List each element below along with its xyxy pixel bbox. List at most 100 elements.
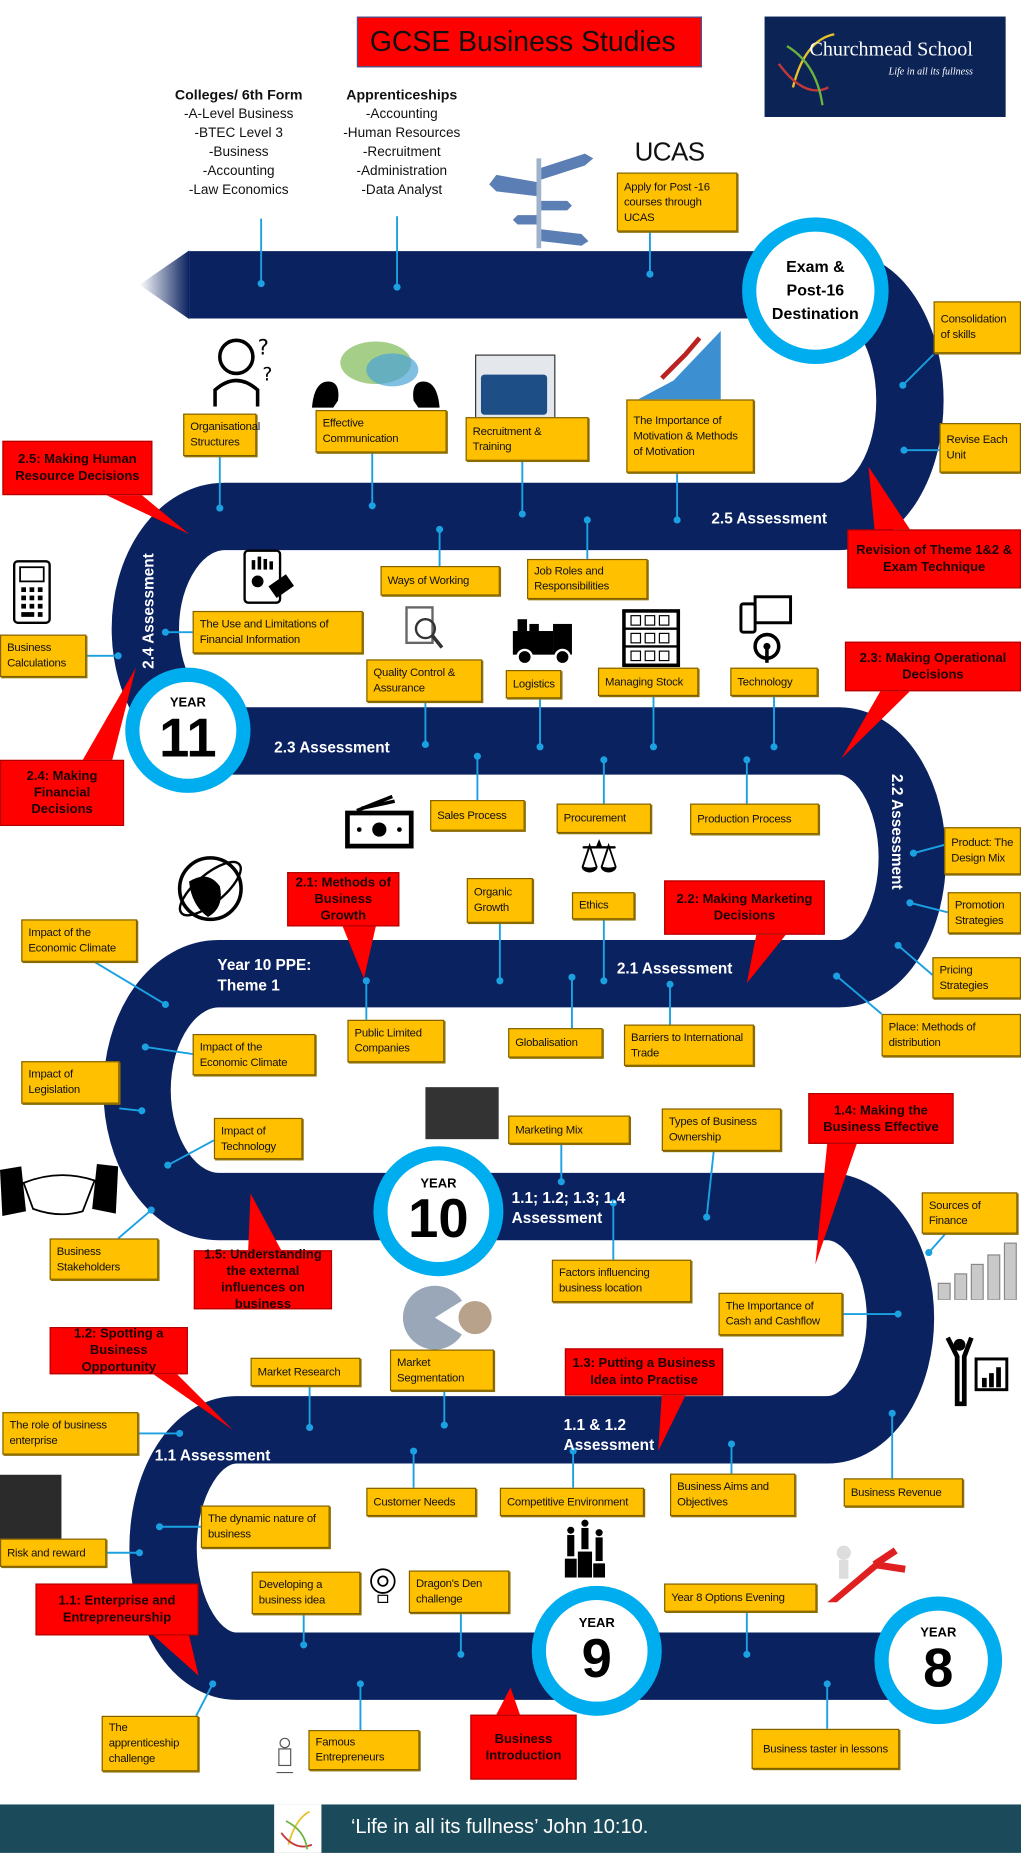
callout-tail [342,926,376,979]
topic-box: Place: Methods of distribution [881,1013,1021,1057]
callout-tail [746,934,786,984]
connector-dot [421,740,429,749]
connector-line [94,961,166,1006]
calculator-icon [12,560,51,624]
page-title: GCSE Business Studies [356,16,702,68]
footer-bar: ‘Life in all its fullness’ John 10:10. [0,1804,1021,1853]
connector-dot [568,973,576,981]
connector-dot [743,1650,751,1658]
assessment-1-x-label: 1.1; 1.2; 1.3; 1.4 Assessment [512,1188,626,1228]
topic-box: The Importance of Motivation & Methods o… [626,399,754,473]
callout-tail [248,1193,282,1251]
confused-person-icon: ? ? [213,336,272,407]
unit-callout: 1.5: Understanding the external influenc… [193,1248,333,1312]
exam-line: Destination [771,304,859,323]
ppe-line: Theme 1 [217,976,280,994]
svg-text:?: ? [258,336,269,361]
connector-dot [141,1043,149,1051]
topic-box: Business Aims and Objectives [670,1473,796,1517]
connector-dot [138,1107,146,1115]
topic-box: Consolidation of skills [933,301,1021,354]
topic-box: Procurement [556,803,652,834]
connector-dot [600,756,608,764]
exam-destination-milestone: Exam & Post-16 Destination [742,217,889,364]
colleges-destinations: Colleges/ 6th Form -A-Level Business -BT… [168,85,310,200]
handshake-icon [0,1163,119,1216]
connector-dot [216,504,224,512]
apprenticeships-item: -Administration [356,164,448,179]
entrepreneur-figure-icon [276,1737,294,1774]
topic-box: Organisational Structures [183,413,260,457]
road-path [103,251,946,1700]
connector-dot [473,752,481,760]
connector-line [928,1233,947,1254]
coin-stacks-icon [937,1242,1017,1300]
connector-dot [569,1447,577,1455]
topic-box: Revise Each Unit [939,423,1021,473]
colleges-item: -Business [208,145,269,160]
footer-logo [274,1804,322,1853]
connector-dot [646,270,654,278]
signpost-icon [489,153,594,249]
marketing-mix-image [425,1087,499,1140]
year-label: YEAR [920,1626,957,1641]
connector-dot [925,1249,933,1257]
topic-box: Pricing Strategies [932,957,1021,999]
connector-dot [147,1206,155,1214]
connector-line [705,1150,715,1218]
connector-dot [300,1641,308,1649]
topic-box: Apply for Post -16 courses through UCAS [616,172,738,232]
colleges-heading: Colleges/ 6th Form [174,86,303,103]
connector-line [909,901,948,914]
topic-box: Production Process [690,803,819,835]
podium-winners-icon [564,1519,606,1578]
connector-dot [518,510,526,518]
topic-box: Types of Business Ownership [661,1108,782,1151]
topic-box: Market Research [250,1357,361,1387]
connector-dot [770,743,778,751]
we-are-hiring-image [475,354,556,422]
connector-dot [114,652,122,660]
connector-dot [727,1440,736,1448]
connector-dot [894,941,902,949]
connector-dot [440,1421,448,1429]
connector-dot [362,977,370,985]
lightbulb-gear-icon [370,1568,396,1603]
connector-dot [666,980,674,988]
connector-dot [557,1178,565,1186]
climbing-motivation-icon [638,330,721,400]
topic-box: Year 8 Options Evening [664,1583,817,1612]
year-9-milestone: YEAR 9 [531,1585,662,1716]
technology-devices-icon [739,595,793,663]
topic-box: Quality Control & Assurance [366,659,483,702]
svg-text:?: ? [262,364,272,386]
connector-dot [906,899,914,907]
topic-box: Recruitment & Training [465,417,589,461]
connector-line [897,944,933,976]
connector-line [117,1209,152,1240]
connector-dot [899,381,907,389]
connector-dot [583,516,591,524]
connector-dot [356,1680,364,1688]
connector-line [145,1046,193,1056]
year-number: 10 [408,1187,469,1250]
topic-box: Sales Process [430,800,525,831]
connector-dot [609,1199,617,1207]
connector-dot [176,1429,184,1437]
topic-box: Public Limited Companies [347,1019,445,1063]
colleges-item: -Accounting [202,164,275,179]
topic-box: Ways of Working [380,566,500,596]
topic-box: Business Revenue [843,1478,964,1507]
connector-dot [161,628,169,636]
connector-dot [410,1447,418,1455]
ppe-line: Year 10 PPE: [217,955,312,974]
assessment-2-2-label: 2.2 Assessment [888,774,907,890]
topic-box: Ethics [571,892,635,920]
year-number: 8 [923,1636,954,1699]
topic-box: The Use and Limitations of Financial Inf… [192,610,363,654]
connector-dot [209,1680,217,1688]
connector-line [902,353,935,386]
connector-dot [600,977,608,985]
connector-line [913,844,945,855]
year-label: YEAR [578,1616,615,1631]
